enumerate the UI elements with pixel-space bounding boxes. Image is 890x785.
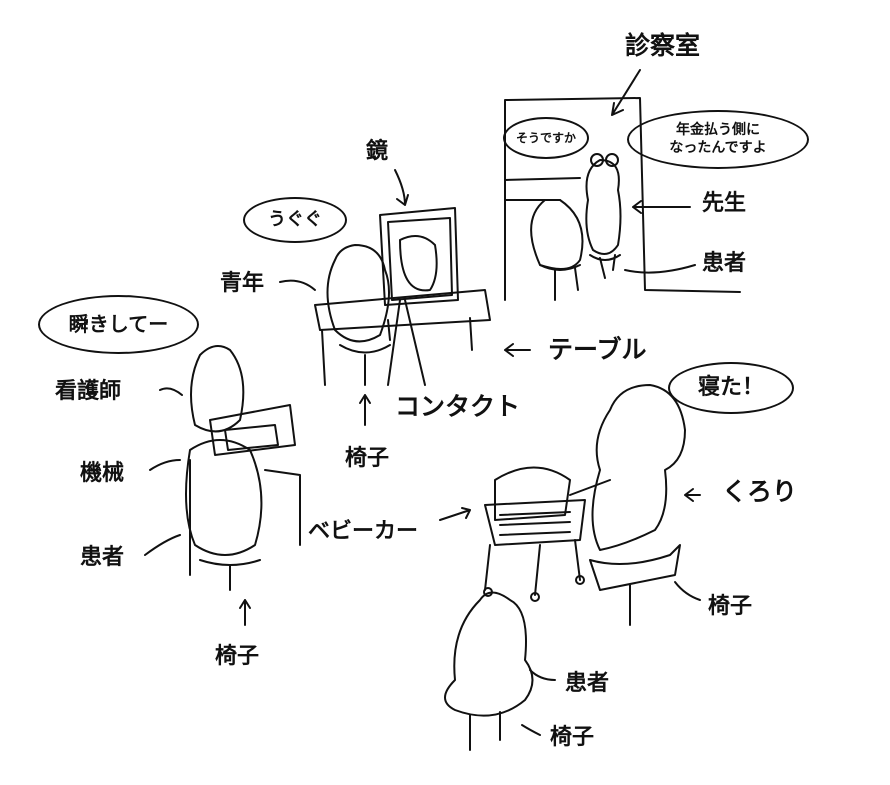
label-nurse: 看護師 xyxy=(55,379,122,404)
label-front-chair: 椅子 xyxy=(550,725,595,750)
label-kurori-chair: 椅子 xyxy=(708,594,753,619)
label-doctor: 先生 xyxy=(702,191,747,216)
label-contact: コンタクト xyxy=(395,392,521,421)
bubble-text: 瞬きしてー xyxy=(68,312,169,336)
speech-bubble-doctor: 年金払う側に なったんですよ xyxy=(627,110,809,169)
speech-bubble-patient: そうですか xyxy=(503,117,589,159)
label-youth: 青年 xyxy=(220,271,265,296)
speech-bubble-youth: うぐぐ xyxy=(243,197,347,243)
label-left-chair: 椅子 xyxy=(215,644,260,669)
label-front-patient: 患者 xyxy=(565,671,610,696)
bubble-text: 寝た！ xyxy=(697,375,764,401)
label-table: テーブル xyxy=(548,335,647,364)
speech-bubble-kurori: 寝た！ xyxy=(668,362,794,414)
label-mirror: 鏡 xyxy=(366,139,389,164)
bubble-text-line2: なったんですよ xyxy=(669,139,767,156)
label-exam-room: 診察室 xyxy=(625,31,701,60)
label-machine: 機械 xyxy=(80,461,125,486)
bubble-text: そうですか xyxy=(515,130,576,145)
label-left-patient: 患者 xyxy=(80,545,125,570)
label-exam-patient: 患者 xyxy=(702,251,747,276)
label-kurori: くろり xyxy=(722,477,798,506)
bubble-text: うぐぐ xyxy=(268,208,322,230)
speech-bubble-nurse: 瞬きしてー xyxy=(38,295,199,354)
bubble-text-line1: 年金払う側に xyxy=(676,122,760,138)
label-youth-chair: 椅子 xyxy=(345,446,390,471)
label-stroller: ベビーカー xyxy=(308,519,419,544)
